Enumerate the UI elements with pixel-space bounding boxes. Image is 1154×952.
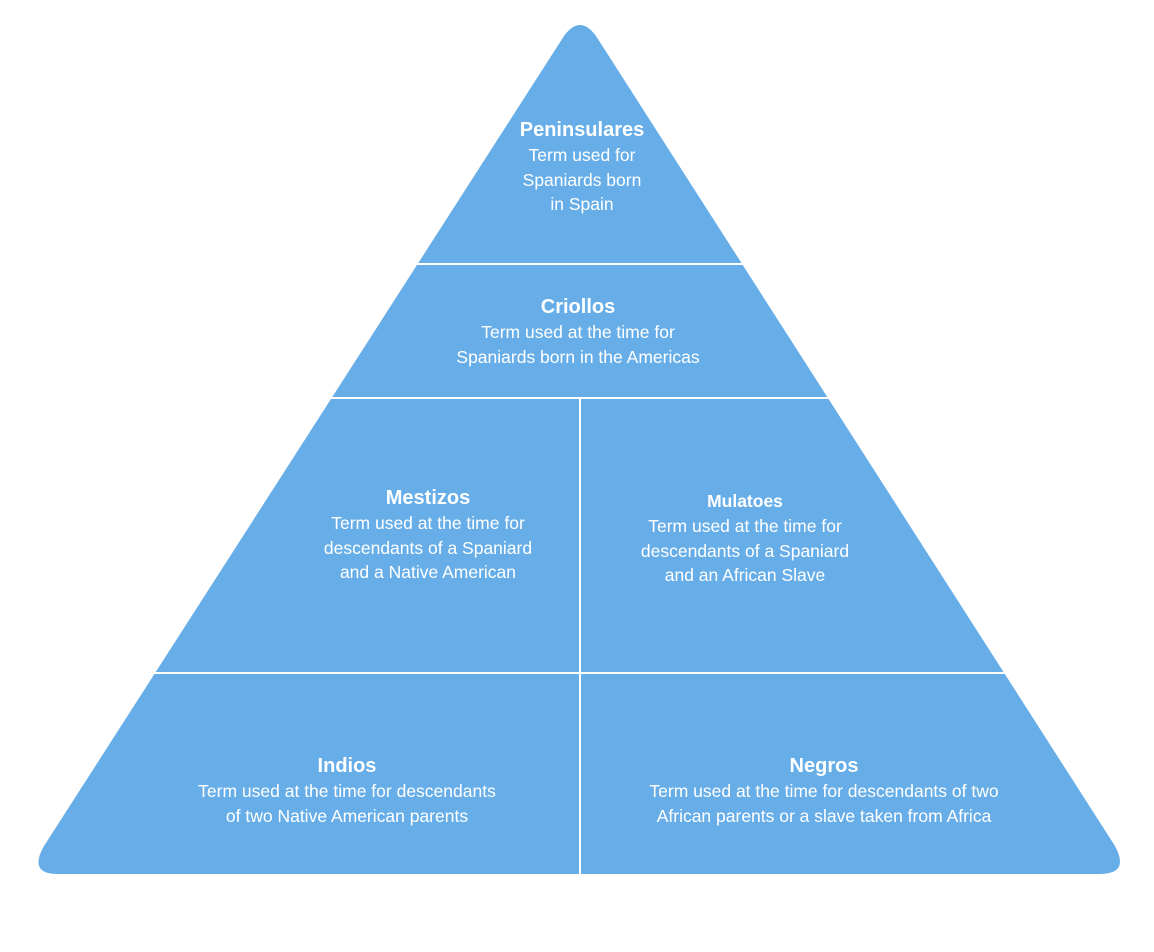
tier-text-line: Term used at the time for descendants of… bbox=[649, 781, 999, 801]
tier-title-mestizos: Mestizos bbox=[385, 487, 471, 509]
tier-title-peninsulares: Peninsulares bbox=[519, 119, 645, 141]
tier-text-line: descendants of a Spaniard bbox=[323, 537, 533, 558]
tier-text-line: Term used for bbox=[528, 145, 636, 165]
tier-title-mulatoes: Mulatoes bbox=[707, 491, 783, 511]
tier-text-line: Term used at the time for bbox=[648, 516, 842, 536]
tier-indios: Indios Term used at the time for descend… bbox=[147, 754, 547, 828]
tier-text-line: and an African Slave bbox=[664, 565, 826, 585]
tier-text-line: of two Native American parents bbox=[225, 805, 469, 826]
tier-text-line: Term used at the time for bbox=[481, 322, 675, 342]
tier-title-indios: Indios bbox=[317, 755, 377, 777]
tier-text-line: in Spain bbox=[550, 194, 614, 214]
tier-mestizos: Mestizos Term used at the time for desce… bbox=[278, 486, 578, 585]
tier-criollos: Criollos Term used at the time for Spani… bbox=[378, 295, 778, 369]
tier-text-line: African parents or a slave taken from Af… bbox=[656, 805, 992, 826]
tier-text-line: Term used at the time for descendants bbox=[198, 781, 496, 801]
tier-mulatoes: Mulatoes Term used at the time for desce… bbox=[595, 489, 895, 588]
tier-title-negros: Negros bbox=[789, 755, 859, 777]
tier-text-line: Spaniards born in the Americas bbox=[456, 346, 700, 367]
tier-peninsulares: Peninsulares Term used for Spaniards bor… bbox=[432, 118, 732, 217]
tier-text-line: Spaniards born bbox=[522, 169, 642, 190]
tier-negros: Negros Term used at the time for descend… bbox=[594, 754, 1054, 828]
tier-text-line: descendants of a Spaniard bbox=[640, 540, 850, 561]
tier-title-criollos: Criollos bbox=[540, 296, 616, 318]
tier-text-line: Term used at the time for bbox=[331, 513, 525, 533]
tier-text-line: and a Native American bbox=[339, 562, 517, 582]
